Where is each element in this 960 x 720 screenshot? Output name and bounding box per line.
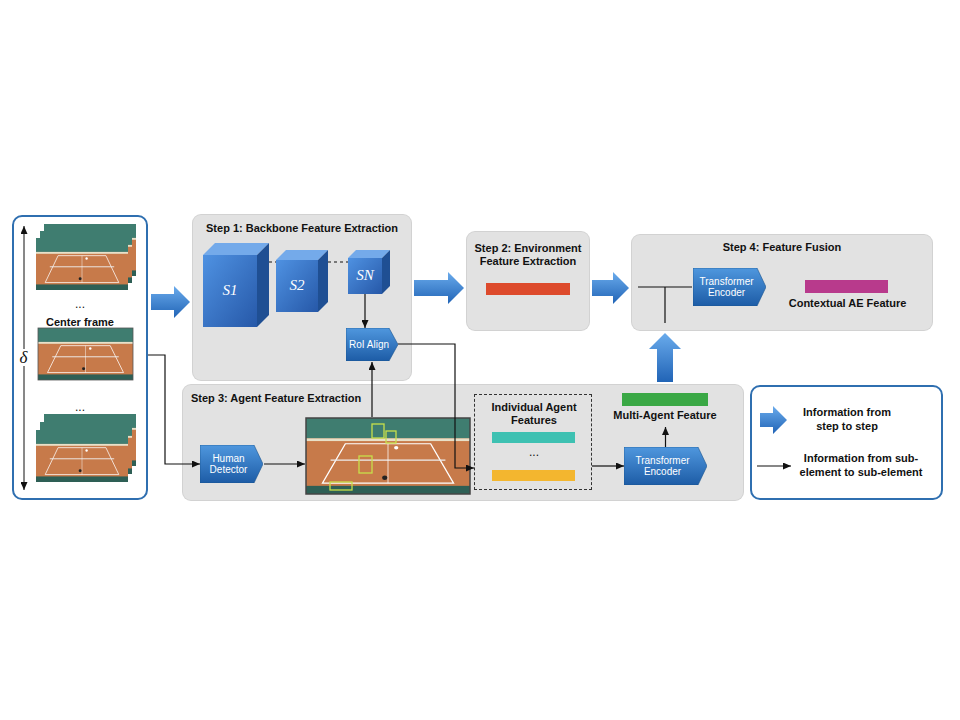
node-label: Transformer Encoder: [626, 447, 699, 485]
cube-side: [318, 250, 328, 312]
step-title: Step 4: Feature Fusion: [632, 241, 932, 254]
node-label: S1: [203, 255, 257, 327]
legend-text: Information from step to step: [792, 406, 902, 434]
step-box: Step 4: Feature FusionTransformer Encode…: [632, 235, 932, 330]
node-label: Center frame: [14, 316, 146, 329]
node-label: Individual Agent Features: [479, 401, 589, 427]
step-title: Step 1: Backbone Feature Extraction: [193, 222, 411, 235]
cube-front: [276, 260, 318, 312]
step-title: Step 2: Environment Feature Extraction: [471, 242, 585, 268]
legend-box: [750, 385, 943, 500]
node-label: Transformer Encoder: [695, 268, 758, 306]
feature-stage-cube: S1: [203, 243, 269, 327]
block-outline: [624, 447, 707, 485]
feature-stage-cube: S2: [276, 250, 328, 312]
ellipsis: ...: [519, 445, 549, 459]
step-arrow: [649, 333, 681, 382]
feature-label: Contextual AE Feature: [780, 297, 915, 310]
step-box: Step 2: Environment Feature Extraction: [467, 232, 589, 330]
block-outline: [200, 445, 263, 483]
process-block: Transformer Encoder: [624, 447, 707, 485]
cube-front: [348, 258, 382, 294]
node-label: ...: [14, 400, 146, 414]
duration-symbol: δ: [15, 349, 32, 366]
feature-label: Multi-Agent Feature: [600, 409, 730, 422]
process-block: Human Detector: [200, 445, 263, 483]
cube-side: [382, 250, 390, 294]
feature-bar-fill: [805, 280, 888, 293]
process-block: Transformer Encoder: [693, 268, 766, 306]
block-outline: [346, 328, 398, 361]
node-label: RoI Align: [348, 328, 390, 361]
feature-bar: Contextual AE Feature: [780, 280, 915, 314]
feature-bar-fill: [622, 393, 708, 406]
step-box: Step 3: Agent Feature ExtractionHuman De…: [183, 385, 743, 500]
step-arrow: [151, 286, 190, 318]
block-outline: [693, 268, 766, 306]
cube-side: [257, 243, 269, 327]
step-arrow: [414, 272, 464, 304]
input-frames-box: ... Center frame...: [12, 215, 148, 500]
step-title: Step 3: Agent Feature Extraction: [191, 392, 491, 405]
cube-front: [203, 255, 257, 327]
legend-flow-arrow: [757, 465, 791, 466]
step-arrow: [592, 272, 629, 304]
node-label: ...: [14, 297, 146, 311]
legend-step-arrow: [760, 406, 787, 434]
node-label: SN: [348, 258, 382, 294]
legend-text: Information from sub-element to sub-elem…: [786, 452, 936, 480]
feature-stage-cube: SN: [348, 250, 390, 294]
step-box: Step 1: Backbone Feature ExtractionS1 S2 S…: [193, 215, 411, 380]
node-label: S2: [276, 260, 318, 312]
node-label: Human Detector: [202, 445, 255, 483]
feature-group-box: Individual Agent Features: [474, 394, 592, 490]
process-block: RoI Align: [346, 328, 398, 361]
feature-bar: Multi-Agent Feature: [600, 393, 730, 427]
